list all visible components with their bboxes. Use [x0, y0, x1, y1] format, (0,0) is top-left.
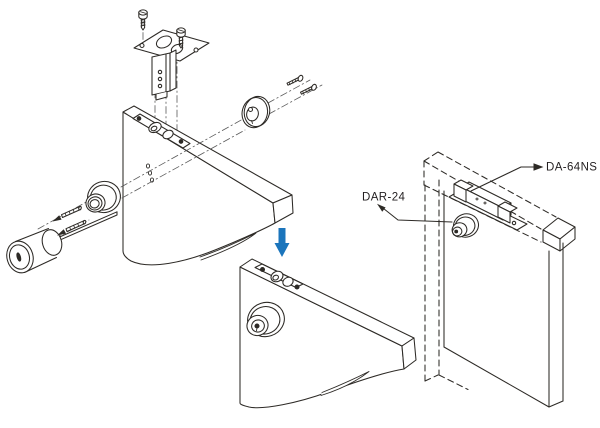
ceiling-plate — [133, 29, 210, 62]
cylinder-screw-2 — [65, 219, 87, 233]
insert-arrowhead-2 — [57, 229, 67, 236]
mortise-cylinder — [6, 211, 118, 274]
door-cylinder — [451, 213, 480, 238]
plate-screws — [138, 9, 186, 49]
ring-screw-1 — [286, 74, 304, 86]
top-rail — [122, 105, 294, 266]
ring-screw-2 — [299, 83, 317, 95]
leader-arrowhead-da64ns — [533, 163, 544, 171]
leader-da64ns — [470, 163, 544, 192]
installed-cylinder — [246, 301, 285, 338]
label-da64ns: DA-64NS — [546, 162, 597, 174]
plate-screw-1 — [138, 9, 148, 31]
insert-arrowhead-1 — [52, 215, 62, 222]
label-dar24: DAR-24 — [362, 192, 406, 204]
break-line-fold — [199, 232, 257, 261]
assembled-rail — [239, 258, 417, 409]
leader-arrowhead-dar24 — [377, 203, 386, 212]
leader-dar24 — [377, 203, 453, 223]
ring-screws — [286, 74, 317, 95]
plate-screw-2 — [176, 27, 186, 49]
cylinder-screws — [52, 205, 87, 236]
down-arrow-icon — [274, 228, 290, 257]
deadlock-unit — [448, 179, 528, 231]
cylinder-collar — [85, 180, 121, 214]
break-line-fold — [320, 371, 370, 396]
cylinder-screw-1 — [60, 205, 82, 219]
glass-panel — [443, 190, 576, 408]
bolt-housing — [151, 49, 177, 101]
thumbturn-ring — [241, 95, 271, 129]
